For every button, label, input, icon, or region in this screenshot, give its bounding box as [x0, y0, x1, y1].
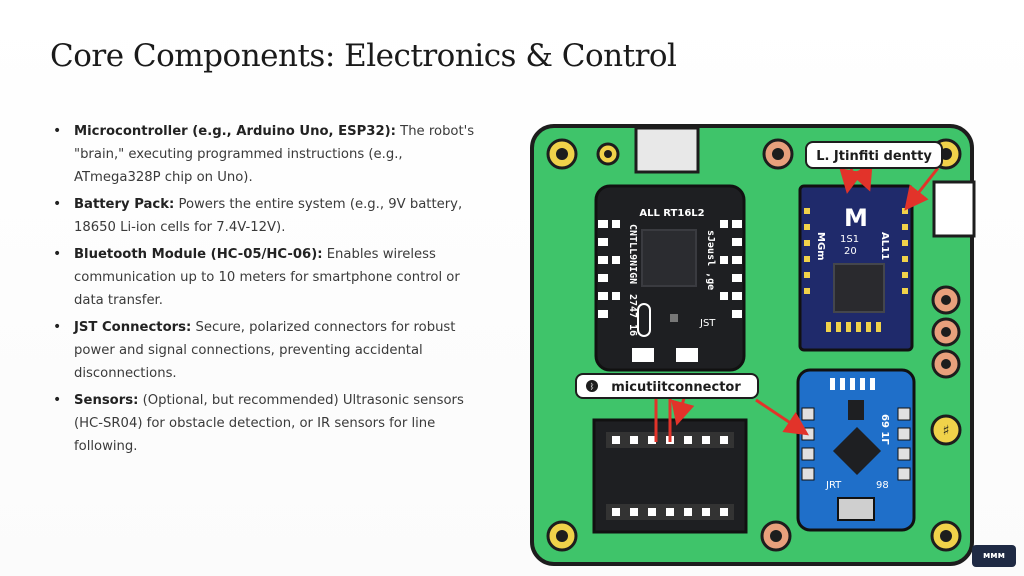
bt-text-top: M	[844, 204, 868, 232]
sensor-text-side: 69 1Γ	[879, 414, 890, 445]
sensor-module: JRT 98 69 1Γ	[796, 368, 916, 532]
bullet-term: JST Connectors:	[74, 320, 192, 335]
bt-text-left: MGm	[815, 232, 826, 261]
bluetooth-module: M 1S1 20 MGm AL11	[798, 184, 914, 352]
label-top-bubble: L. Jtinfiti dentty	[805, 141, 943, 169]
bt-text-right: AL11	[879, 232, 890, 260]
red-wires	[654, 164, 940, 442]
label-connector-bubble: ᛒ micutiitconnector	[575, 373, 759, 399]
sensor-chip	[832, 426, 882, 476]
bullet-term: Battery Pack:	[74, 197, 175, 212]
mcu-bottom-text: 2747 16	[627, 294, 638, 336]
bullet-text: Powers the entire system (e.g., 9V batte…	[74, 197, 463, 235]
sensor-icon-pad	[930, 414, 962, 446]
bullet-term: Microcontroller (e.g., Arduino Uno, ESP3…	[74, 124, 396, 139]
bullet-text: The robot's "brain," executing programme…	[74, 124, 475, 185]
bullet-dot: •	[53, 392, 62, 408]
bt-text-mid: 1S1	[840, 234, 859, 245]
mcu-side-text-right: sJəusl ,ge	[705, 230, 716, 290]
label-top-text: L. Jtinfiti dentty	[816, 149, 932, 164]
bullet-dot: •	[53, 196, 62, 212]
circuit-board-svg: ♯ ALL RT16L2 CNTLL9NIGN sJəusl ,ge 2747 …	[530, 124, 976, 566]
bullet-battery: • Battery Pack: Powers the entire system …	[50, 193, 475, 239]
bullet-text: Secure, polarized connectors for robust …	[74, 320, 456, 381]
mcu-chip	[641, 229, 697, 287]
bt-text-mid2: 20	[844, 246, 857, 257]
svg-text:♯: ♯	[943, 423, 950, 439]
label-connector-text: micutiitconnector	[611, 380, 741, 395]
right-pads: ♯	[930, 285, 962, 446]
microcontroller-module: ALL RT16L2 CNTLL9NIGN sJəusl ,ge 2747 16…	[594, 184, 746, 372]
bullet-text: (Optional, but recommended) Ultrasonic s…	[74, 393, 464, 454]
sensor-text-98: 98	[876, 480, 889, 491]
sensor-text-jrt: JRT	[825, 480, 842, 491]
side-connector	[932, 180, 976, 238]
bullet-list: • Microcontroller (e.g., Arduino Uno, ESP…	[50, 120, 475, 462]
bt-chip	[833, 263, 885, 313]
mcu-side-text-left: CNTLL9NIGN	[627, 224, 638, 284]
usb-port	[634, 126, 700, 174]
svg-text:ᛒ: ᛒ	[590, 382, 595, 391]
bullet-microcontroller: • Microcontroller (e.g., Arduino Uno, ESP…	[50, 120, 475, 189]
bullet-text: Enables wireless communication up to 10 …	[74, 247, 460, 308]
bullet-dot: •	[53, 123, 62, 139]
circuit-board-illustration: ♯ ALL RT16L2 CNTLL9NIGN sJəusl ,ge 2747 …	[530, 124, 976, 568]
bullet-jst: • JST Connectors: Secure, polarized conne…	[50, 316, 475, 385]
bullet-dot: •	[53, 246, 62, 262]
bullet-sensors: • Sensors: (Optional, but recommended) Ul…	[50, 389, 475, 458]
mcu-jst-text: JST	[699, 318, 716, 329]
bullet-term: Bluetooth Module (HC-05/HC-06):	[74, 247, 323, 262]
mcu-chip-text: ALL RT16L2	[639, 208, 704, 219]
bullet-term: Sensors:	[74, 393, 139, 408]
slide-title: Core Components: Electronics & Control	[50, 38, 677, 74]
bullet-dot: •	[53, 319, 62, 335]
brand-logo: ммм	[972, 545, 1016, 567]
bullet-bluetooth: • Bluetooth Module (HC-05/HC-06): Enables…	[50, 243, 475, 312]
